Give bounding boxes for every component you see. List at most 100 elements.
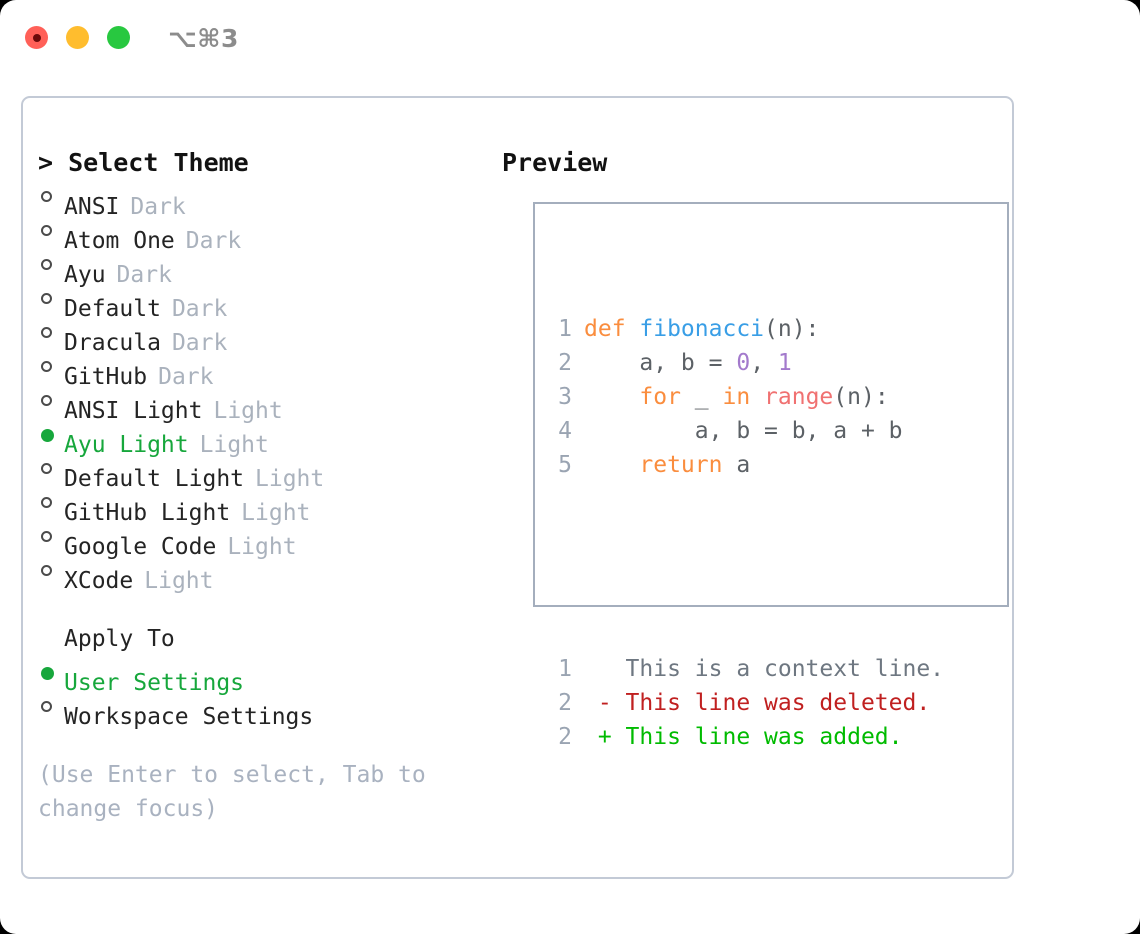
theme-option-ayu-light[interactable]: Ayu Light Light [38,418,488,458]
radio-empty-icon [38,384,64,418]
preview-heading: Preview [502,148,608,177]
code-token: _ [680,384,723,410]
code-token: fibonacci [639,316,765,342]
radio-glyph [41,667,54,680]
code-token: in [722,384,751,410]
theme-option-dracula[interactable]: Dracula Dark [38,316,488,356]
radio-empty-icon [38,690,64,724]
theme-option-xcode[interactable]: XCode Light [38,554,488,594]
zoom-button[interactable] [107,26,130,49]
line-number: 1 [558,656,572,682]
theme-option-variant: Dark [116,262,172,288]
radio-empty-icon [38,282,64,316]
theme-option-variant: Dark [171,296,228,322]
line-number: 5 [558,452,572,478]
theme-option-variant: Dark [158,364,214,390]
theme-option-label: Ayu Light [64,432,189,458]
code-token: (n): [764,316,820,342]
theme-option-variant: Dark [130,194,186,220]
radio-glyph [41,565,52,576]
code-line: 5 return a [550,448,944,482]
line-number: 4 [558,418,572,444]
apply-to-option-label: Workspace Settings [64,704,314,730]
theme-option-label: ANSI Light [64,398,203,424]
theme-option-atom-one[interactable]: Atom One Dark [38,214,488,254]
theme-option-ansi[interactable]: ANSI Dark [38,180,488,220]
radio-glyph [41,497,52,508]
code-token [584,384,639,410]
minimize-button[interactable] [66,26,89,49]
code-token: 1 [777,350,792,376]
radio-selected-icon [38,418,64,452]
radio-glyph [41,531,52,542]
radio-empty-icon [38,350,64,384]
theme-option-variant: Light [241,500,311,526]
radio-glyph [41,361,52,372]
code-token [584,452,639,478]
line-number: 3 [558,384,572,410]
diff-line-text: + This line was added. [584,724,903,750]
code-token: for [639,384,681,410]
code-token: 0 [736,350,751,376]
code-line: 4 a, b = b, a + b [550,414,944,448]
code-token: return [639,452,723,478]
radio-glyph [41,701,52,712]
code-line: 2 a, b = 0, 1 [550,346,944,380]
theme-option-label: ANSI [64,194,120,220]
radio-empty-icon [38,248,64,282]
theme-option-label: Default Light [64,466,245,492]
radio-empty-icon [38,486,64,520]
code-token: a, b = [584,350,737,376]
traffic-lights [25,26,130,49]
diff-lines: 1 This is a context line. 2 - This line w… [550,652,944,754]
code-token: a, b = b, a + b [584,418,903,444]
diff-line-text: This is a context line. [584,656,945,682]
line-number: 1 [558,316,572,342]
radio-empty-icon [38,214,64,248]
line-number: 2 [558,724,572,750]
code-token: a [722,452,751,478]
radio-glyph [41,327,52,338]
apply-to-label: Apply To [64,626,175,652]
code-token: , [750,350,778,376]
radio-empty-icon [38,452,64,486]
keyboard-hint: (Use Enter to select, Tab to change focu… [38,762,426,822]
apply-to-option-label: User Settings [64,670,245,696]
code-token [750,384,764,410]
apply-to-option-user-settings[interactable]: User Settings [38,656,488,696]
diff-line: 2 - This line was deleted. [550,686,944,720]
theme-option-variant: Light [144,568,214,594]
theme-option-variant: Light [213,398,283,424]
code-line: 3 for _ in range(n): [550,380,944,414]
theme-option-label: Atom One [64,228,175,254]
theme-option-variant: Dark [171,330,228,356]
radio-glyph [41,259,52,270]
theme-option-variant: Light [199,432,269,458]
code-token: range [764,384,834,410]
diff-line-text: - This line was deleted. [584,690,931,716]
theme-option-variant: Dark [185,228,242,254]
radio-empty-icon [38,554,64,588]
theme-option-ansi-light[interactable]: ANSI Light Light [38,384,488,424]
close-button[interactable] [25,26,48,49]
radio-glyph [41,191,52,202]
theme-option-label: Dracula [64,330,161,356]
window-shortcut-label: ⌥⌘3 [168,24,239,53]
apply-to-option-workspace-settings[interactable]: Workspace Settings [38,690,488,730]
radio-empty-icon [38,180,64,214]
theme-option-label: XCode [64,568,134,594]
